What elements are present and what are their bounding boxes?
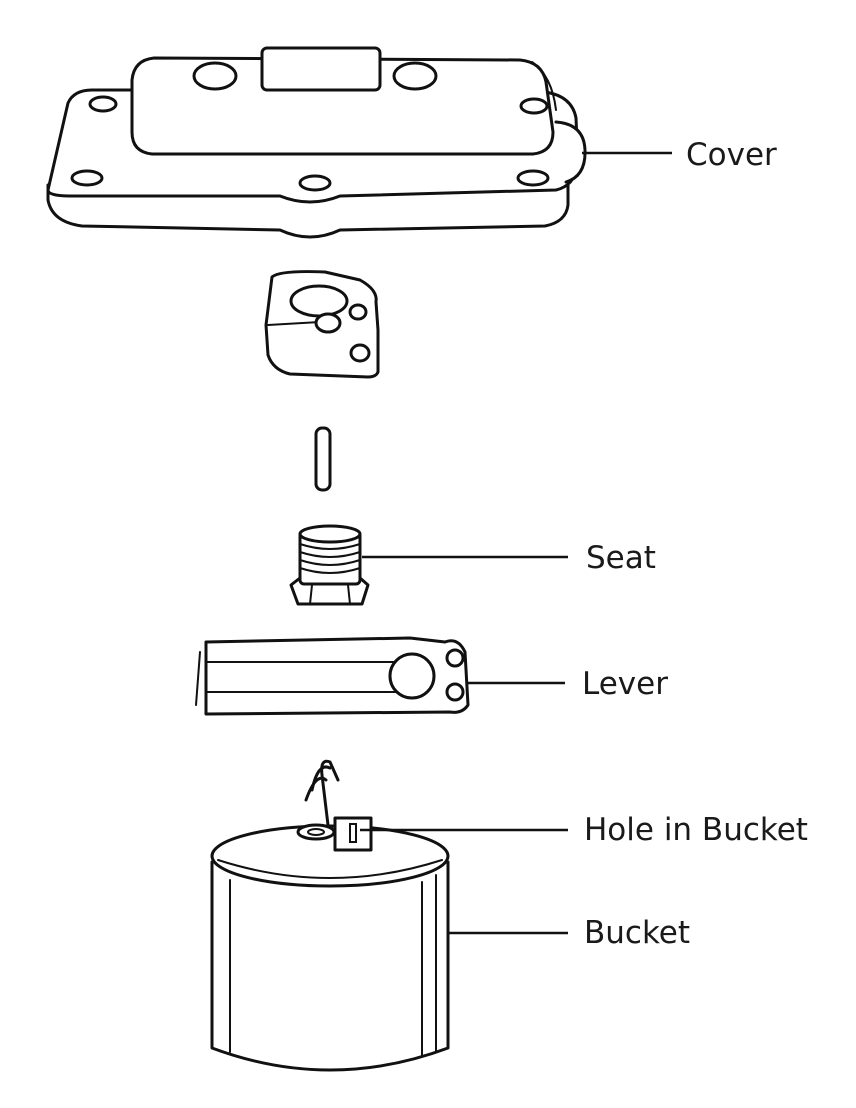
seat-part xyxy=(289,524,370,606)
label-cover: Cover xyxy=(686,137,777,173)
label-seat: Seat xyxy=(586,540,656,576)
pin-part xyxy=(314,426,332,492)
label-hole-in-bucket: Hole in Bucket xyxy=(584,812,808,848)
bracket-part xyxy=(264,270,380,379)
label-lever: Lever xyxy=(582,666,668,702)
bucket-part xyxy=(210,759,450,1072)
lever-part xyxy=(195,636,470,716)
cover-part xyxy=(46,46,587,239)
label-bucket: Bucket xyxy=(584,915,691,951)
